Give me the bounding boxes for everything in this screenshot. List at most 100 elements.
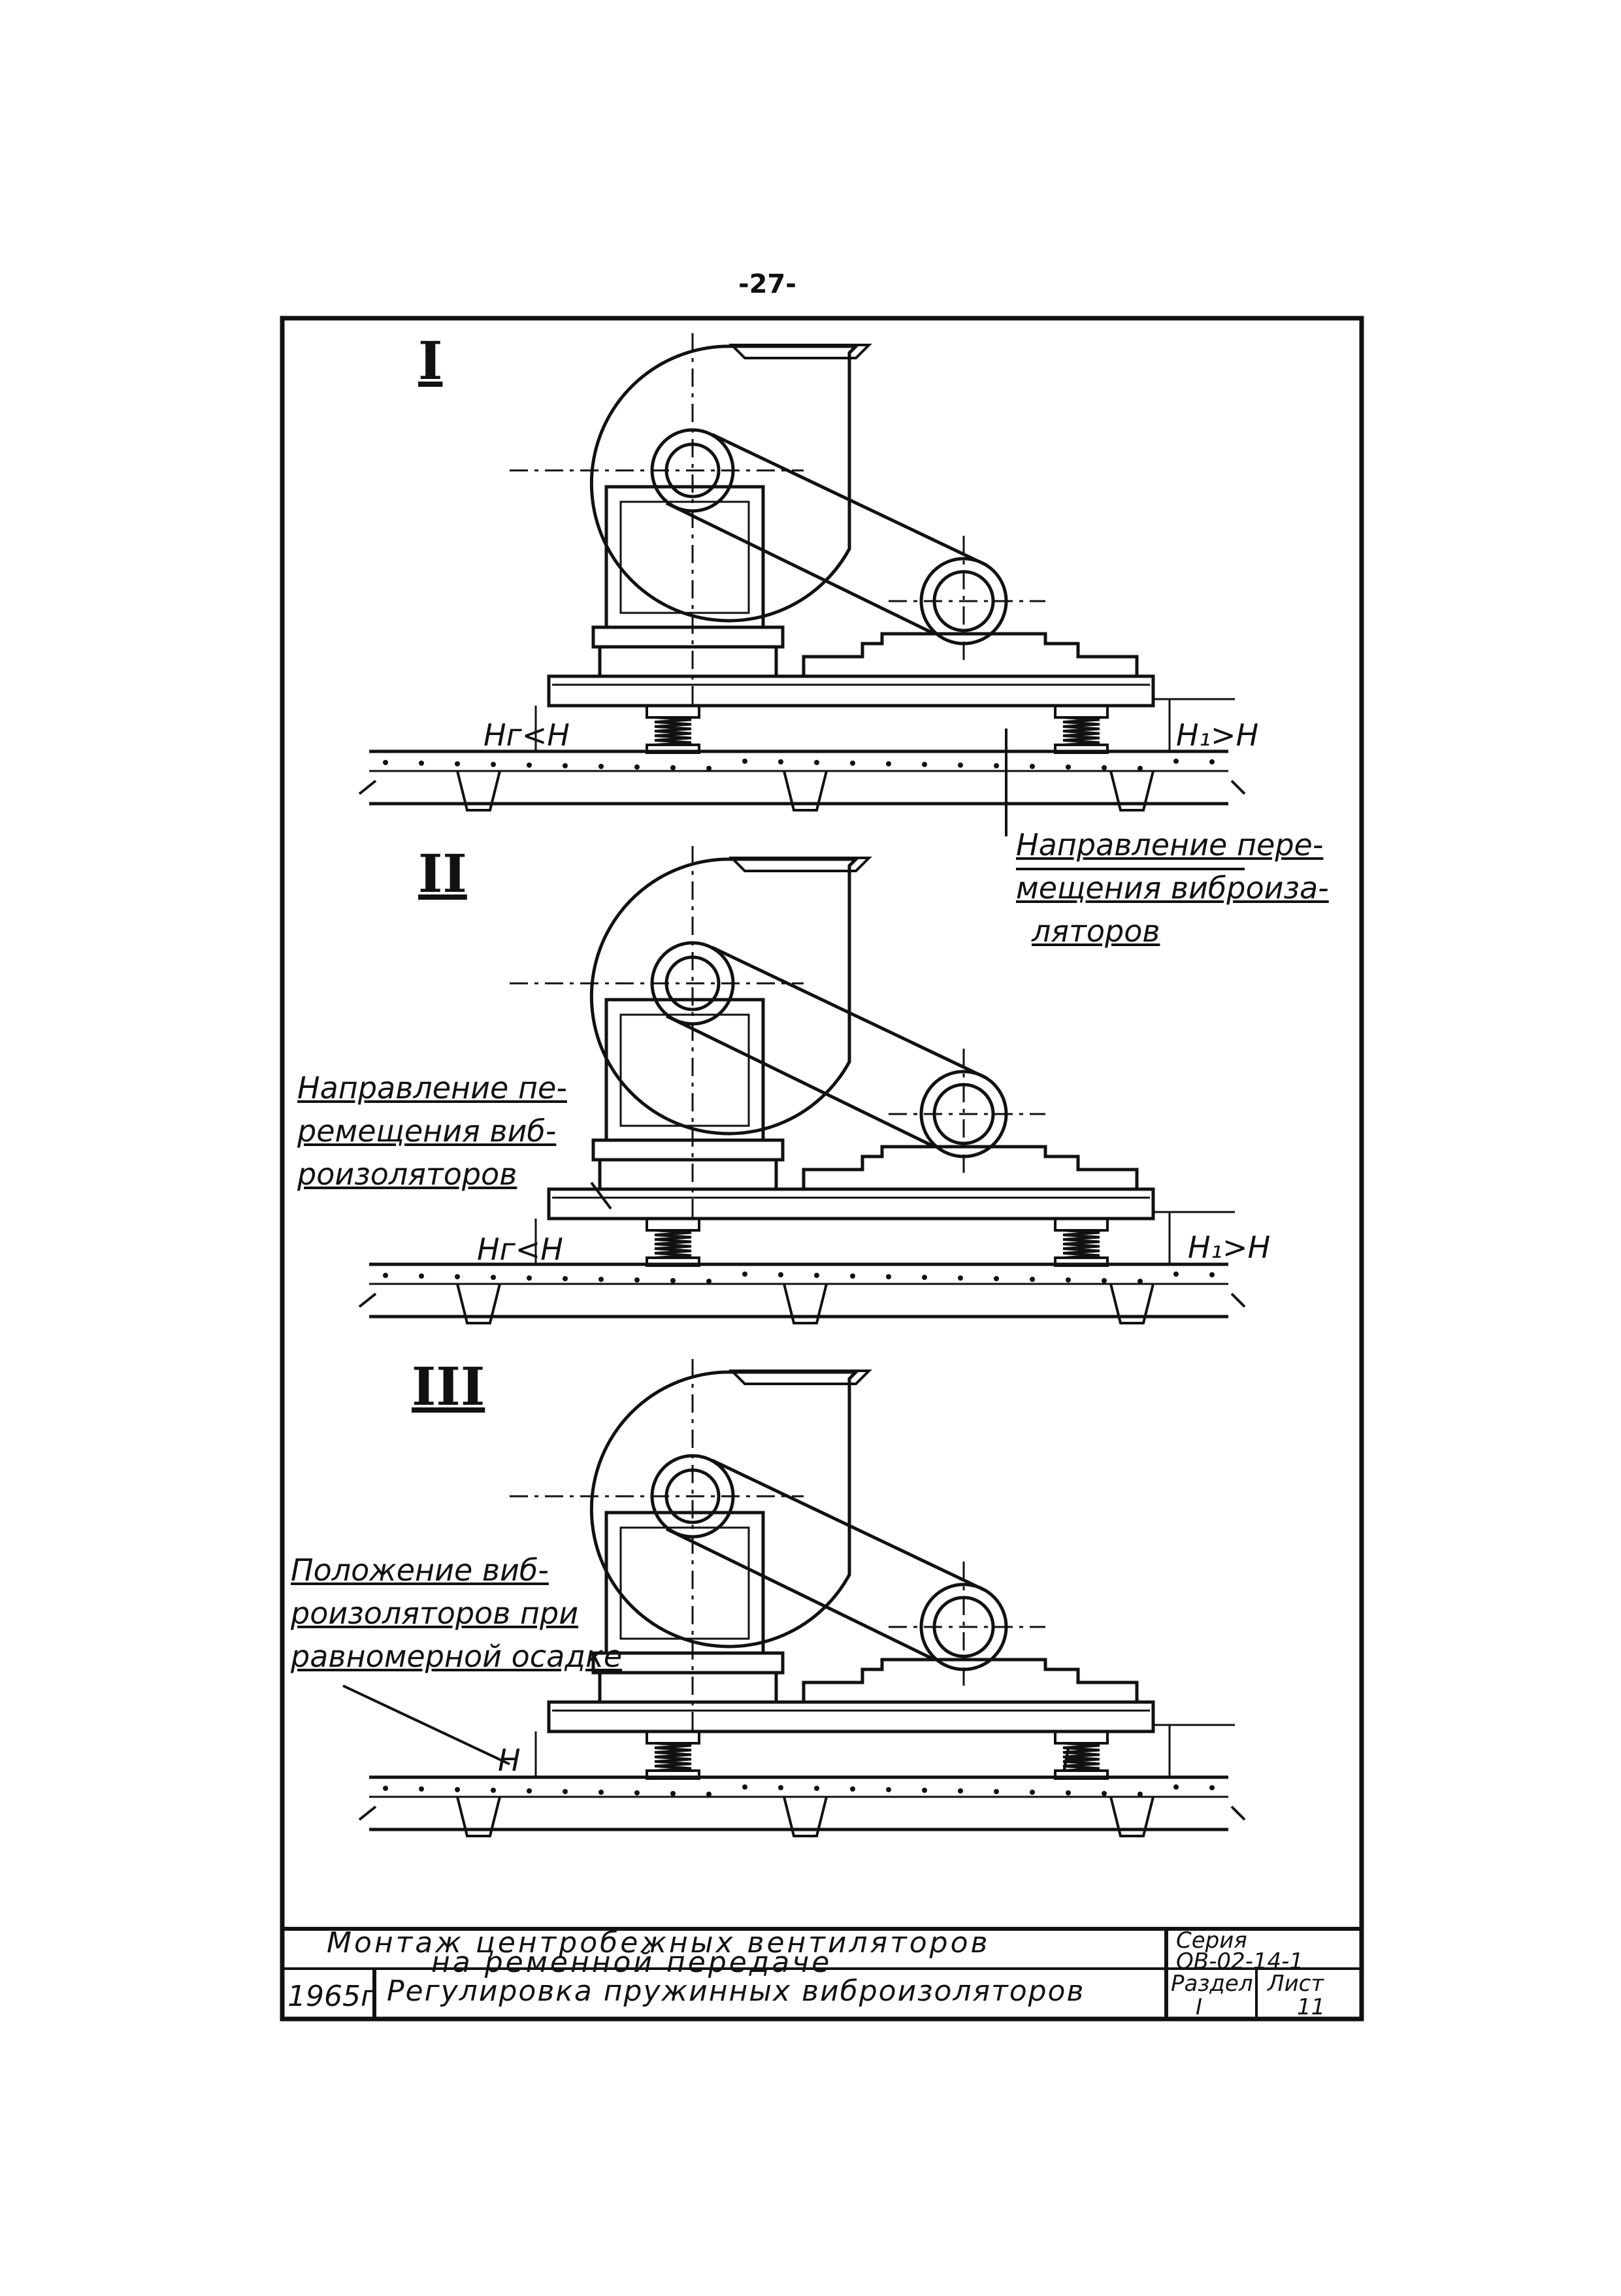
fan-outlet-flange xyxy=(729,344,872,359)
slab-rib-2 xyxy=(783,1283,828,1324)
slab-break-marks xyxy=(358,779,1246,795)
slab-aggregate-dot xyxy=(706,766,712,771)
note-2: Направление пе- ремещения виб- роизолято… xyxy=(297,1066,567,1196)
slab-aggregate-dot xyxy=(1138,1792,1143,1797)
stand-base-top xyxy=(591,625,785,649)
slab-aggregate-dot xyxy=(850,1786,855,1792)
spring-coil xyxy=(1062,716,1100,746)
page-number: -27- xyxy=(738,269,796,299)
slab-aggregate-dot xyxy=(670,765,676,770)
slab-aggregate-dot xyxy=(419,1786,424,1792)
slab-aggregate-dot xyxy=(1030,1790,1035,1795)
view-1-dim-right: H₁>H xyxy=(1176,717,1259,753)
slab-aggregate-dot xyxy=(598,764,604,769)
bearing-stand-inner xyxy=(619,1526,750,1640)
bearing-stand xyxy=(604,998,765,1142)
spring-top-plate xyxy=(1054,1217,1109,1232)
spring-top-plate xyxy=(1054,1730,1109,1745)
slab-aggregate-dot xyxy=(563,1276,568,1281)
view-1-dim-left: Hг<H xyxy=(483,717,570,753)
slab-break-marks xyxy=(358,1805,1246,1821)
view-2-dim-right: H₁>H xyxy=(1188,1230,1271,1265)
spring-coil xyxy=(654,1742,692,1772)
slab-aggregate-dot xyxy=(383,760,388,765)
slab-aggregate-dot xyxy=(634,1790,640,1796)
motor-base xyxy=(802,1145,1139,1191)
stand-base xyxy=(598,1158,778,1191)
motor-pulley-hub xyxy=(932,570,995,632)
title-block-lines xyxy=(282,1927,1362,2019)
slab-break-marks xyxy=(358,1292,1246,1308)
slab-aggregate-dot xyxy=(383,1273,388,1278)
slab-aggregate-dot xyxy=(670,1791,676,1796)
fan-pulley xyxy=(650,941,735,1026)
slab-aggregate-dot xyxy=(563,1789,568,1794)
note-2-line-2: ремещения виб- xyxy=(297,1113,557,1149)
title-line-1: Монтаж центробежных вентиляторов xyxy=(327,1926,991,1960)
slab-aggregate-dot xyxy=(814,1273,819,1278)
stand-base-top xyxy=(591,1138,785,1162)
slab-aggregate-dot xyxy=(491,1275,496,1280)
motor-pulley xyxy=(919,557,1008,646)
spring-top-plate xyxy=(646,704,700,719)
slab-aggregate-dot xyxy=(1030,764,1035,769)
bearing-stand xyxy=(604,1511,765,1655)
slab-aggregate-dot xyxy=(455,761,460,766)
note-3-line-1: Положение виб- xyxy=(291,1552,549,1588)
drawing-frame xyxy=(280,316,1364,2022)
slab-rib-1 xyxy=(456,1283,501,1324)
slab-aggregate-dot xyxy=(1102,765,1107,770)
note-2-leader xyxy=(590,1181,612,1210)
spring-top-plate xyxy=(646,1217,700,1232)
slab-aggregate-dot xyxy=(634,764,640,770)
fan-pulley-hub xyxy=(664,955,721,1011)
slab-aggregate-dot xyxy=(1138,1279,1143,1284)
slab-aggregate-dot xyxy=(455,1274,460,1279)
slab-aggregate-dot xyxy=(850,1273,855,1279)
slab-aggregate-dot xyxy=(778,1272,783,1277)
stand-base xyxy=(598,1671,778,1704)
slab-aggregate-dot xyxy=(922,1788,927,1793)
note-1-leader xyxy=(1005,729,1245,870)
slab-aggregate-dot xyxy=(1066,764,1071,770)
slab-rib-3 xyxy=(1109,770,1154,812)
slab-rib-2 xyxy=(783,1796,828,1837)
bearing-stand-inner xyxy=(619,1013,750,1127)
belt-lower xyxy=(665,1014,936,1149)
motor-pulley-hub xyxy=(932,1596,995,1658)
slab-aggregate-dot xyxy=(383,1786,388,1791)
slab-aggregate-dot xyxy=(670,1278,676,1283)
bearing-stand xyxy=(604,485,765,629)
motor-base xyxy=(802,632,1139,678)
slab-aggregate-dot xyxy=(778,759,783,764)
slab-aggregate-dot xyxy=(527,1275,532,1281)
section-label: Раздел xyxy=(1171,1971,1253,1997)
slab-aggregate-dot xyxy=(1102,1278,1107,1283)
slab-rib-1 xyxy=(456,770,501,812)
slab-aggregate-dot xyxy=(455,1787,460,1792)
view-3-assembly xyxy=(358,1359,1246,1837)
stand-base xyxy=(598,645,778,678)
belt-lower xyxy=(665,501,936,636)
slab-aggregate-dot xyxy=(491,762,496,767)
spring-isolator-1 xyxy=(646,1730,700,1780)
view-3-label: III xyxy=(412,1356,485,1417)
spring-coil xyxy=(654,716,692,746)
slab-aggregate-dot xyxy=(886,1274,891,1279)
slab-aggregate-dot xyxy=(958,1788,963,1794)
spring-top-plate xyxy=(1054,704,1109,719)
belt-upper xyxy=(711,433,988,567)
view-3-dim-right: H xyxy=(1062,1743,1085,1778)
slab-aggregate-dot xyxy=(706,1792,712,1797)
slab-rib-2 xyxy=(783,770,828,812)
fan-pulley xyxy=(650,428,735,513)
slab-aggregate-dot xyxy=(922,1275,927,1280)
spring-coil xyxy=(1062,1229,1100,1259)
view-3-dim-left: H xyxy=(498,1743,521,1778)
note-2-line-3: роизоляторов xyxy=(297,1156,517,1192)
slab-aggregate-dot xyxy=(778,1785,783,1790)
note-3: Положение виб- роизоляторов при равномер… xyxy=(291,1549,622,1678)
fan-pulley xyxy=(650,1454,735,1539)
note-3-line-2: роизоляторов при xyxy=(291,1596,579,1631)
